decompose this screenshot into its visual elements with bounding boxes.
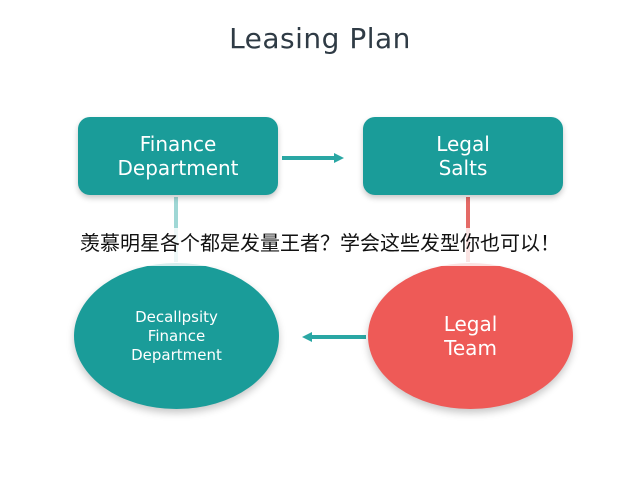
- node-label-line: Department: [117, 156, 239, 180]
- node-label-line: Decallpsity: [135, 307, 218, 326]
- finance-department-node: Finance Department: [78, 117, 278, 195]
- node-label-line: Team: [444, 336, 497, 360]
- node-label-line: Department: [131, 345, 222, 364]
- node-label-line: Legal: [436, 132, 490, 156]
- decallpsity-finance-department-node: Decallpsity Finance Department: [74, 263, 279, 409]
- node-label-line: Salts: [438, 156, 488, 180]
- node-label-line: Finance: [139, 132, 217, 156]
- node-label-line: Legal: [443, 312, 498, 336]
- caption-band: [0, 228, 640, 266]
- legal-team-node: Legal Team: [368, 263, 573, 409]
- overlay-caption: 羡慕明星各个都是发量王者？学会这些发型你也可以！: [80, 231, 560, 255]
- node-label-line: Finance: [147, 326, 206, 345]
- diagram-title: Leasing Plan: [229, 22, 411, 55]
- legal-salts-node: Legal Salts: [363, 117, 563, 195]
